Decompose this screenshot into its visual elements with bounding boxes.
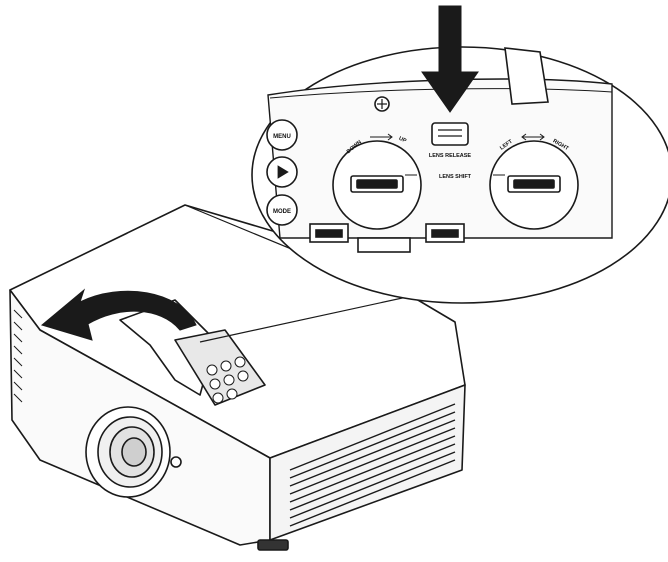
cover-latch: [504, 47, 549, 105]
front-foot: [257, 539, 289, 551]
zoom-inset: [251, 46, 668, 304]
screw-icon: [374, 96, 390, 112]
mode-label: MODE: [273, 209, 291, 215]
vertical-shift-knob-grip: [356, 179, 398, 189]
mode-button: [266, 194, 298, 226]
menu-button: [266, 119, 298, 151]
lens-release-label: LENS RELEASE: [429, 153, 472, 159]
keypad: [206, 356, 249, 404]
bottom-clip-right-slot: [431, 229, 459, 238]
curved-arrow-icon: [40, 288, 197, 341]
up-label: UP: [398, 136, 408, 145]
lens-cover-recess: [174, 329, 266, 406]
direction-arrows: [370, 133, 545, 176]
play-icon: [277, 165, 289, 179]
left-vent: [13, 309, 23, 403]
horizontal-shift-knob-grip: [513, 179, 555, 189]
bottom-clip-left-slot: [315, 229, 343, 238]
projector-lens: [85, 406, 171, 498]
menu-label: MENU: [273, 134, 291, 140]
lens-release-button: [431, 122, 469, 146]
bottom-clip-center: [357, 237, 411, 253]
down-arrow-icon: [421, 5, 479, 113]
lens-shift-label: LENS SHIFT: [439, 174, 472, 180]
side-vent: [289, 403, 456, 527]
ir-sensor: [170, 456, 182, 468]
